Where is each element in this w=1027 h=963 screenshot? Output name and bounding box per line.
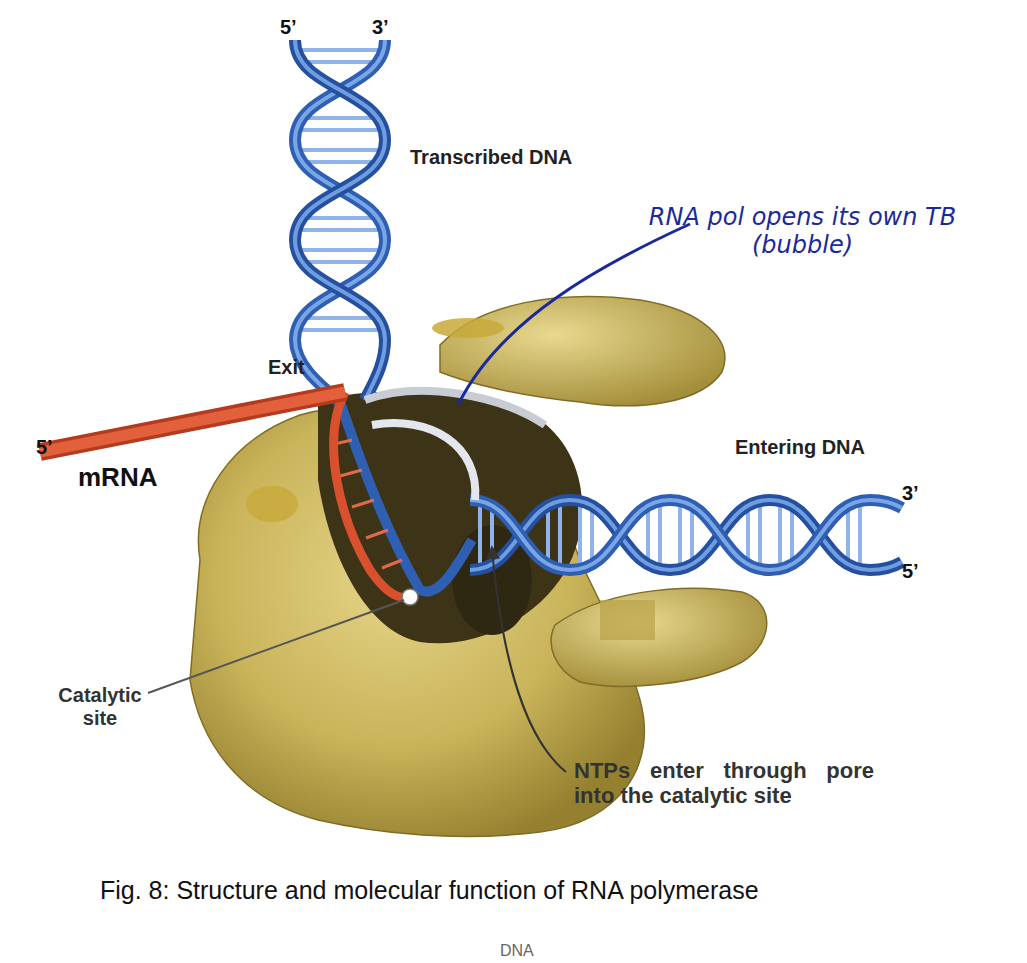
base-pair (746, 508, 750, 562)
entering-dna-helix (470, 500, 902, 570)
base-pair (658, 502, 662, 568)
jaw-shading (600, 600, 655, 640)
catalytic-site-sphere (402, 589, 418, 605)
base-pair (758, 502, 762, 568)
part-name: Entering DNA (735, 436, 865, 459)
part-name: Catalytic site (50, 684, 150, 730)
mrna-strand (40, 392, 345, 452)
base-pair (790, 508, 794, 562)
highlight-mark (246, 486, 298, 522)
annotation-note: NTPs enter through pore into the catalyt… (574, 758, 874, 809)
base-pair (858, 502, 862, 568)
transcription-bubble (330, 391, 545, 598)
base-pair (305, 116, 375, 120)
polymerase-jaw (551, 588, 767, 686)
catalytic-leader-line (148, 600, 404, 693)
base-pair (678, 502, 682, 568)
part-name: Transcribed DNA (410, 146, 572, 169)
base-pair (352, 500, 374, 507)
base-pair (305, 216, 375, 220)
base-pair (366, 530, 388, 538)
dna-strand (470, 500, 902, 570)
base-pair (305, 60, 375, 64)
dna-strand (295, 40, 385, 402)
dna-strand-highlight (470, 500, 902, 570)
base-pair (690, 508, 694, 562)
dna-strand-highlight (295, 40, 385, 400)
base-pair (558, 502, 562, 568)
strand-end: 3’ (902, 482, 919, 505)
part-name: Exit (268, 356, 305, 379)
polymerase-flap (440, 297, 725, 406)
dna-strand-highlight (295, 40, 385, 402)
base-pair (546, 508, 550, 562)
strand-end: 5’ (280, 16, 297, 39)
dna-strand-highlight (470, 500, 902, 570)
ntp-leader-arrow (492, 548, 566, 772)
base-pair (305, 260, 375, 264)
base-pair (305, 316, 375, 320)
base-pair (590, 508, 594, 562)
base-pair (297, 48, 383, 52)
base-pair (646, 508, 650, 562)
base-pair (478, 502, 482, 568)
figure-caption: Fig. 8: Structure and molecular function… (100, 876, 759, 905)
base-pair (305, 160, 375, 164)
base-pair (778, 502, 782, 568)
note-leader-line (458, 224, 690, 405)
transcribed-dna-helix (295, 40, 385, 402)
handwritten-note: RNA pol opens its own TB (bubble) (640, 204, 965, 259)
base-pair (297, 128, 383, 132)
highlight-mark (432, 318, 504, 338)
open-dna-strand (372, 423, 475, 500)
polymerase-cleft (318, 392, 582, 644)
base-pair (578, 502, 582, 568)
template-strand (340, 402, 472, 592)
mrna-strand-highlight (40, 392, 345, 452)
strand-end: 3’ (372, 16, 389, 39)
dna-strand (470, 500, 902, 570)
base-pair (297, 328, 383, 332)
strand-end: 5’ (36, 436, 53, 459)
base-pair (846, 508, 850, 562)
base-pair (382, 560, 402, 568)
base-pair (340, 470, 362, 476)
part-name: DNA (500, 942, 534, 960)
dna-strand (295, 40, 385, 400)
base-pair (297, 228, 383, 232)
strand-end: 5’ (902, 560, 919, 583)
base-pair (297, 248, 383, 252)
rna-strand (334, 392, 410, 598)
part-name: mRNA (78, 463, 157, 493)
base-pair (297, 148, 383, 152)
